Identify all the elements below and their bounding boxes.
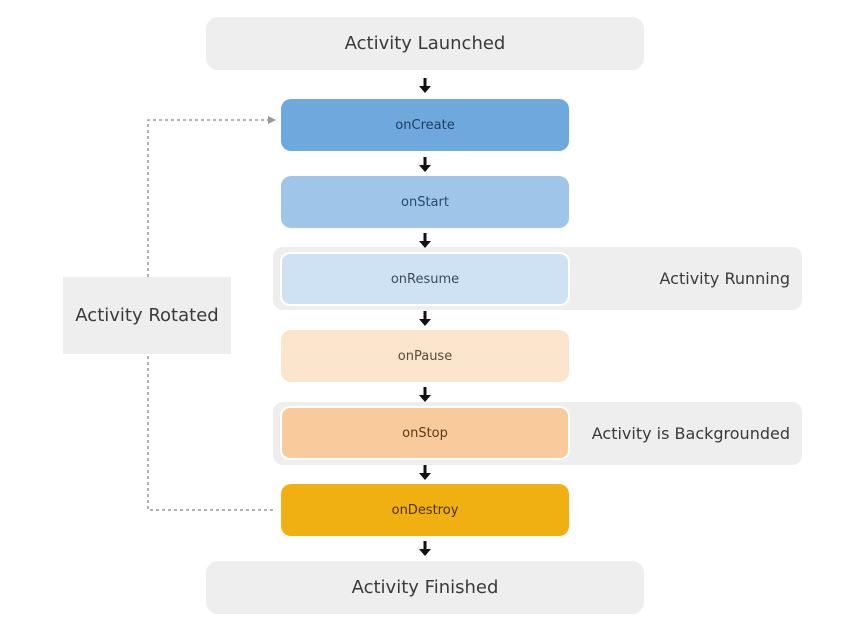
- down-arrow-head-1: [419, 86, 431, 93]
- step-onstop-label: onStop: [402, 425, 448, 441]
- step-ondestroy: onDestroy: [281, 484, 569, 536]
- rotation-loop-arrowhead: [268, 116, 276, 124]
- step-onpause-label: onPause: [397, 348, 453, 364]
- activity-finished-box: Activity Finished: [206, 561, 644, 614]
- activity-rotated-label: Activity Rotated: [75, 305, 219, 326]
- activity-rotated-box: Activity Rotated: [63, 277, 231, 354]
- down-arrow-head-5: [419, 395, 431, 402]
- step-oncreate-label: onCreate: [395, 117, 455, 133]
- step-onresume: onResume: [280, 252, 570, 306]
- down-arrow-head-6: [419, 473, 431, 480]
- down-arrow-head-7: [419, 549, 431, 556]
- step-onstart-label: onStart: [401, 194, 449, 210]
- activity-launched-label: Activity Launched: [344, 33, 506, 54]
- activity-finished-label: Activity Finished: [351, 577, 499, 598]
- down-arrow-head-4: [419, 319, 431, 326]
- step-ondestroy-label: onDestroy: [391, 502, 459, 518]
- step-oncreate: onCreate: [281, 99, 569, 151]
- down-arrow-head-2: [419, 165, 431, 172]
- step-onresume-label: onResume: [390, 271, 460, 287]
- activity-running-label: Activity Running: [659, 269, 790, 288]
- activity-launched-box: Activity Launched: [206, 17, 644, 70]
- activity-backgrounded-label: Activity is Backgrounded: [591, 424, 790, 443]
- step-onpause: onPause: [281, 330, 569, 382]
- step-onstart: onStart: [281, 176, 569, 228]
- step-onstop: onStop: [280, 406, 570, 460]
